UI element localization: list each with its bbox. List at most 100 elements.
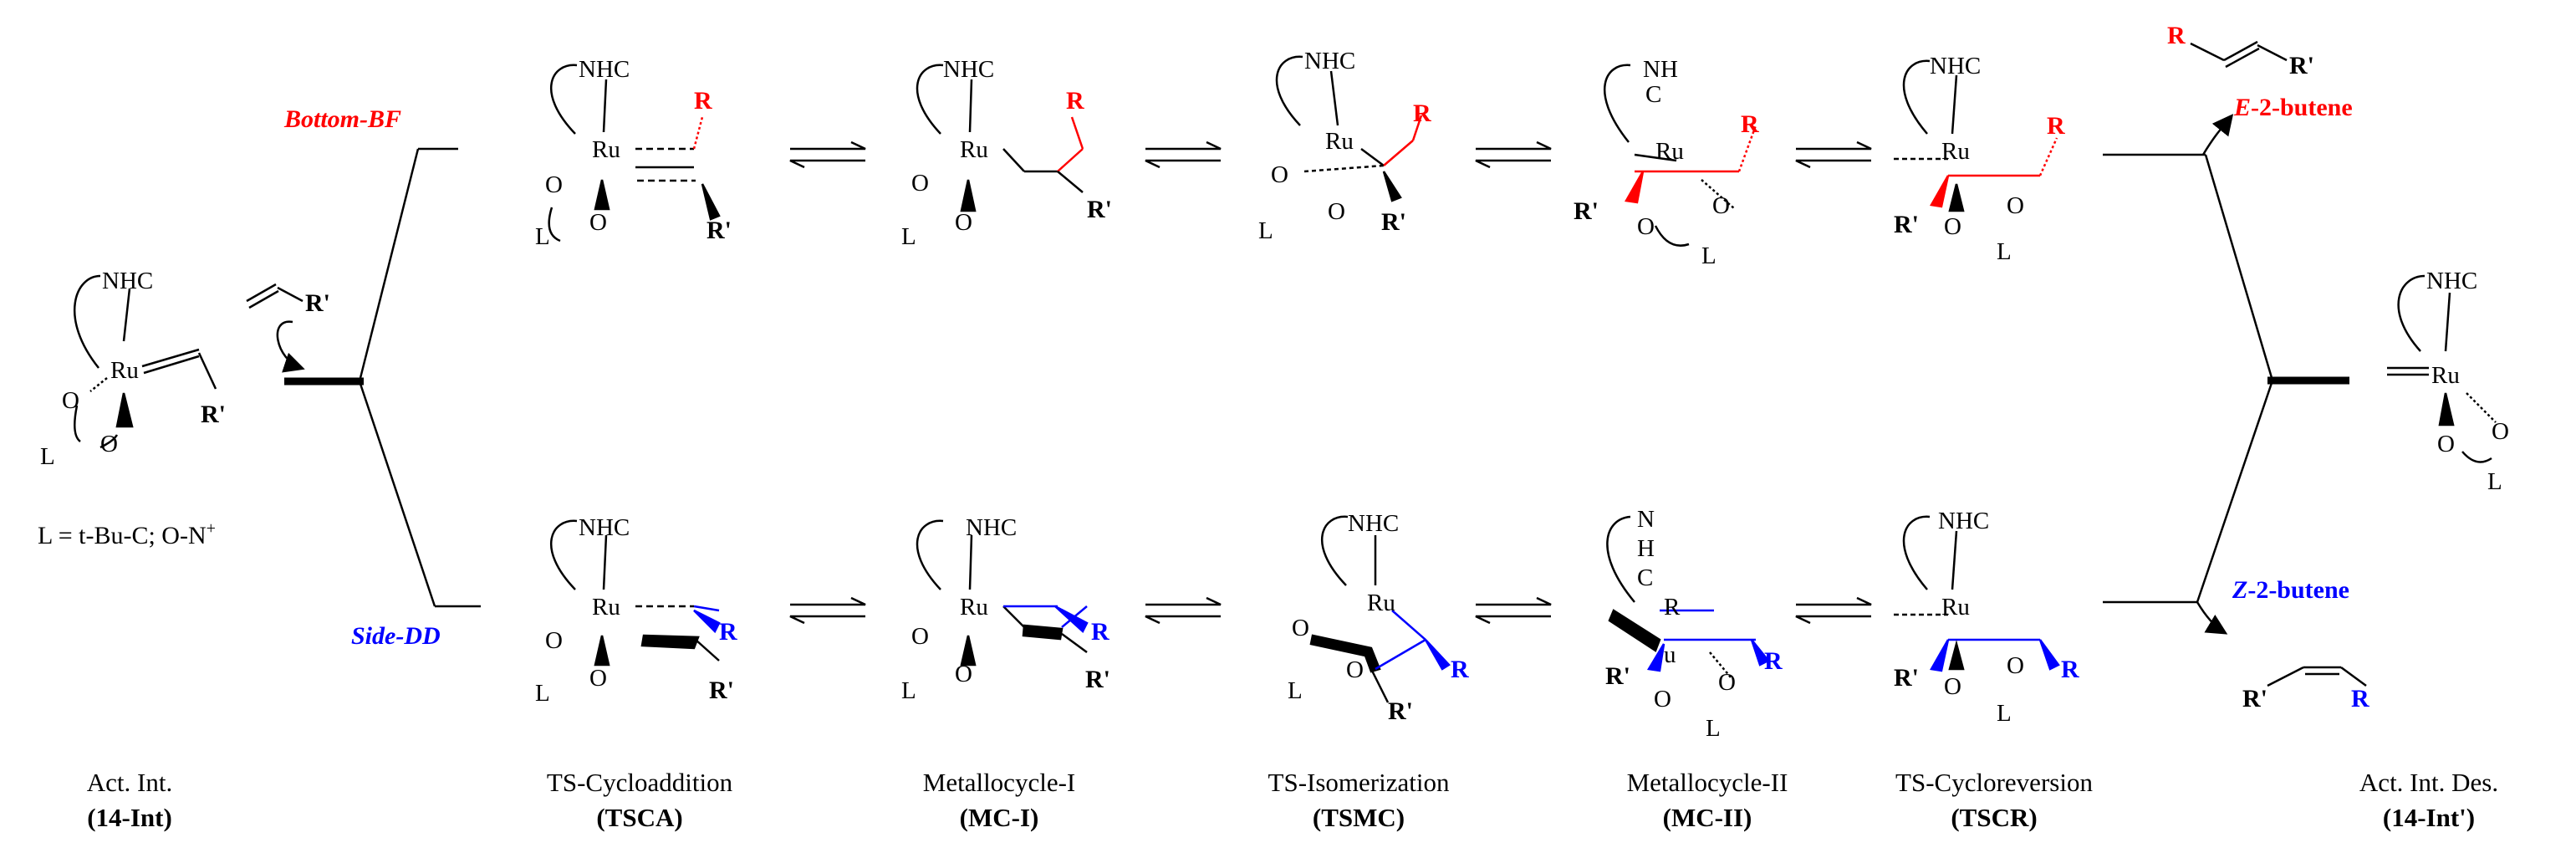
atom-ru: Ru [1941,138,1970,165]
stage-code: (MC-II) [1662,803,1752,832]
atom-r-prime: R' [1605,662,1630,690]
right-branch-lines [2103,114,2349,635]
atom-nhc: NHC [1938,508,1989,534]
atom-ru: Ru [2431,362,2460,389]
structure-tsca-top [548,64,721,243]
stage-code: (TSCR) [1951,803,2038,832]
atom-r: R [694,87,712,115]
atom-o: O [2007,652,2024,679]
atom-r-prime: R' [1087,196,1112,223]
atom-o: O [2007,192,2024,219]
atom-o: O [955,209,972,236]
atom-o: O [545,627,563,654]
atom-r-prime: R' [709,677,734,704]
atom-r-prime: R' [1085,666,1110,693]
atom-o: O [1718,669,1736,696]
stage-code: (14-Int) [87,803,172,832]
atom-o: O [1712,192,1730,219]
atom-ru: Ru [110,357,139,384]
atom-h: H [1637,535,1655,562]
atom-o: O [62,387,79,414]
structure-14-int-prime [2387,274,2497,463]
atom-o: O [1654,686,1671,712]
atom-l: L [1288,677,1303,704]
stage-caption-mc-i: Metallocycle-I (MC-I) [865,765,1133,835]
structure-mc-i-bottom [916,519,1089,666]
atom-r: R [1764,647,1783,675]
structure-mc-ii-top [1604,64,1757,247]
atom-o: O [1346,656,1364,683]
structure-tsmc-bottom [1309,515,1451,703]
atom-nhc: NHC [966,514,1017,541]
atom-r-prime: R' [201,401,226,428]
left-branch-lines [284,147,481,608]
atom-l: L [535,680,550,707]
atom-o: O [545,171,563,198]
atom-c: C [1645,81,1661,108]
atom-l: L [2487,468,2502,495]
atom-o: O [2492,418,2509,445]
structure-tsmc-top [1275,55,1423,202]
atom-o: O [1944,213,1961,240]
atom-ru: Ru [1941,594,1970,621]
atom-nhc: NHC [943,56,994,83]
atom-o: O [100,431,118,457]
atom-nhc: NHC [1304,48,1355,74]
product-z-r: R [2351,685,2369,712]
atom-r: R [719,618,737,646]
atom-o: O [911,623,929,650]
atom-o: O [589,209,607,236]
stage-caption-tscr: TS-Cycloreversion (TSCR) [1860,765,2128,835]
atom-r-prime: R' [305,289,330,317]
atom-nhc: NHC [1930,53,1981,79]
stage-caption-14-int-prime: Act. Int. Des. (14-Int') [2295,765,2563,835]
stage-caption-14-int: Act. Int. (14-Int) [0,765,263,835]
stage-name: Metallocycle-I [922,768,1076,797]
product-e-r-prime: R' [2289,52,2314,79]
stage-caption-tsca: TS-Cycloaddition (TSCA) [506,765,773,835]
stage-name: Metallocycle-II [1626,768,1788,797]
branch-label-bottom-bf: Bottom-BF [283,105,401,133]
atom-r: R [1664,594,1681,621]
atom-l: L [901,677,916,704]
atom-ru: Ru [1655,138,1684,165]
structure-tscr-bottom [1894,515,2060,672]
structure-mc-ii-bottom [1606,515,1770,678]
ligand-note: L = t-Bu-C; O-N+ [38,519,216,549]
branch-label-side-dd: Side-DD [351,622,441,650]
stage-name: TS-Cycloreversion [1895,768,2093,797]
stage-code: (14-Int') [2382,803,2476,832]
stage-code: (MC-I) [959,803,1039,832]
atom-l: L [901,223,916,250]
structure-tsca-bottom [549,519,721,666]
atom-o: O [1328,198,1345,225]
atom-r: R [2061,656,2079,683]
atom-r-prime: R' [1574,197,1599,225]
atom-r: R [1741,110,1759,138]
equilibrium-arrows-bottom [789,596,1872,625]
atom-r: R [2047,112,2065,140]
equilibrium-arrows-top [789,140,1872,169]
atom-r-prime: R' [1388,697,1413,725]
atom-l: L [1997,238,2012,265]
atom-c: C [1637,564,1653,591]
product-z-r-prime: R' [2242,685,2267,712]
atom-o: O [1637,213,1655,240]
atom-u: u [1664,641,1676,668]
atom-o: O [1271,161,1288,188]
stage-caption-mc-ii: Metallocycle-II (MC-II) [1574,765,1841,835]
atom-nhc: NHC [102,268,153,294]
atom-r-prime: R' [1894,664,1919,692]
product-z-butene [2267,666,2367,687]
product-e-label: E-2-butene [2233,94,2353,121]
atom-l: L [1701,243,1716,269]
atom-l: L [1706,715,1721,742]
atom-ru: Ru [1367,590,1395,616]
atom-r-prime: R' [1381,208,1406,236]
stage-code: (TSCA) [596,803,683,832]
stage-code: (TSMC) [1312,803,1405,832]
product-e-butene [2190,40,2288,69]
stage-caption-tsmc: TS-Isomerization (TSMC) [1225,765,1492,835]
atom-l: L [1997,700,2012,727]
